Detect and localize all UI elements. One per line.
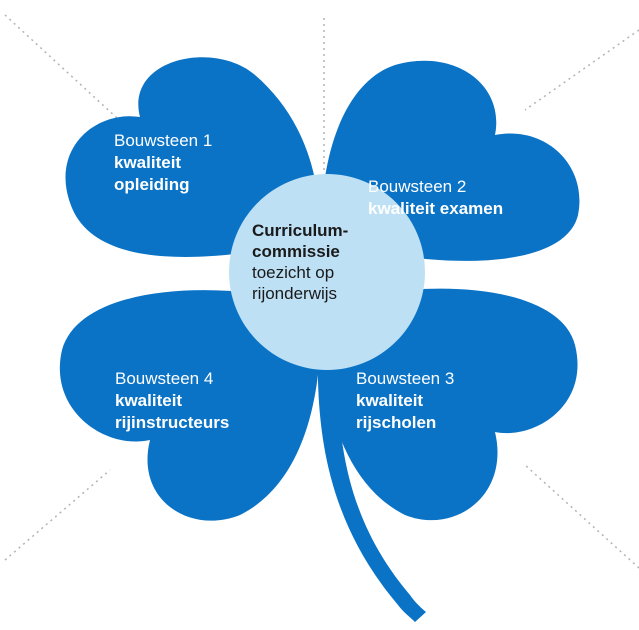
leaf-label-3: Bouwsteen 3 kwaliteit rijscholen [356, 368, 454, 434]
bouwsteen-1-line2: opleiding [114, 175, 190, 194]
bouwsteen-4-line1: kwaliteit [115, 391, 183, 410]
bouwsteen-1-line1: kwaliteit [114, 153, 182, 172]
bouwsteen-2-title: Bouwsteen 2 [368, 177, 467, 196]
leaf-label-2: Bouwsteen 2 kwaliteit examen [368, 176, 503, 220]
center-circle [229, 174, 425, 370]
leaf-bottom-left [59, 290, 321, 521]
center-title-line1: Curriculum- [252, 221, 349, 240]
bouwsteen-1-title: Bouwsteen 1 [114, 131, 213, 150]
center-subtitle-line2: rijonderwijs [252, 284, 338, 303]
bouwsteen-4-title: Bouwsteen 4 [115, 369, 214, 388]
leaf-label-1: Bouwsteen 1 kwaliteit opleiding [114, 130, 212, 196]
center-label: Curriculum- commissie toezicht op rijond… [252, 220, 348, 304]
guide-diagonal-bottom-right [524, 464, 639, 569]
bouwsteen-3-title: Bouwsteen 3 [356, 369, 455, 388]
bouwsteen-3-line1: kwaliteit [356, 391, 424, 410]
dotted-guides [4, 14, 639, 569]
bouwsteen-3-line2: rijscholen [356, 413, 437, 432]
center-subtitle-line1: toezicht op [252, 263, 335, 282]
bouwsteen-2-line1: kwaliteit examen [368, 199, 504, 218]
guide-diagonal-bottom-left [4, 469, 111, 561]
bouwsteen-4-line2: rijinstructeurs [115, 413, 230, 432]
guide-diagonal-top-left [4, 14, 131, 131]
leaf-label-4: Bouwsteen 4 kwaliteit rijinstructeurs [115, 368, 229, 434]
center-title-line2: commissie [252, 242, 340, 261]
guide-diagonal-top-right [524, 29, 639, 111]
